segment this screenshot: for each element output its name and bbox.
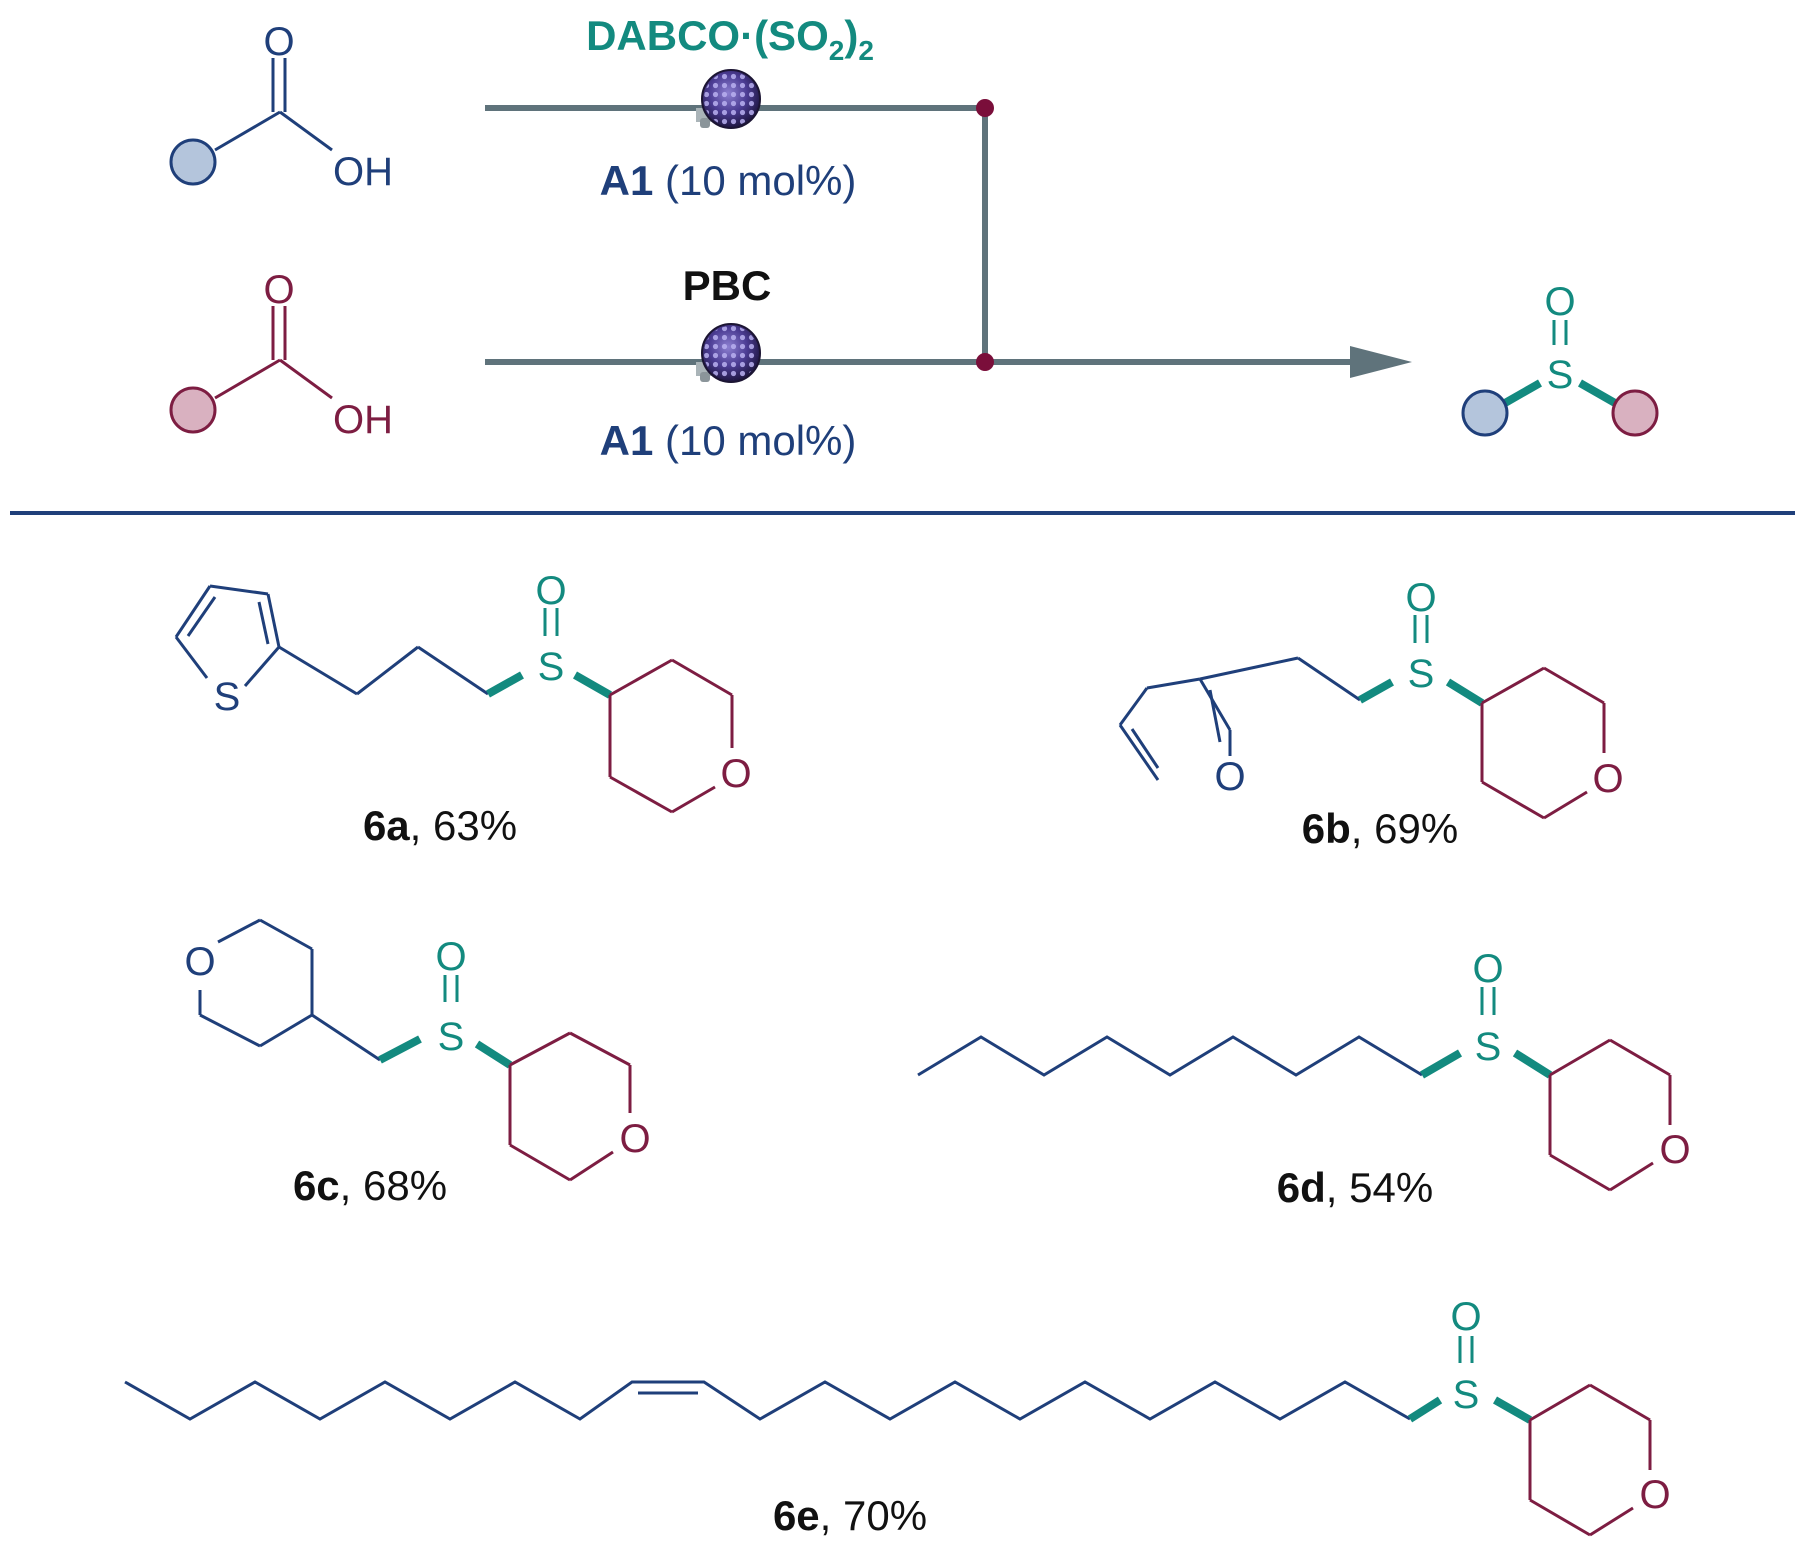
atom-o: O	[720, 752, 751, 796]
atom-o: O	[535, 569, 566, 613]
atom-o: O	[184, 940, 215, 984]
compound-label-6a: 6a, 63%	[363, 802, 517, 849]
arrow-head	[1350, 346, 1412, 378]
lamp-icon	[696, 69, 761, 129]
atom-o: O	[1639, 1473, 1670, 1517]
structure-6a	[174, 584, 734, 814]
product-oxygen: O	[1544, 280, 1575, 324]
substituent-circle-red	[169, 386, 217, 434]
carboxylic-acid-blue	[214, 58, 333, 152]
atom-s: S	[438, 1015, 465, 1059]
atom-o: O	[1659, 1128, 1690, 1172]
carboxylic-acid-red	[214, 306, 333, 400]
substituent-circle-red	[1611, 389, 1659, 437]
hydroxyl-label: OH	[333, 398, 393, 442]
atom-o: O	[1450, 1295, 1481, 1339]
reagent-dabco-so2: DABCO·(SO2)2	[586, 12, 874, 66]
atom-s: S	[1453, 1373, 1480, 1417]
compound-label-6d: 6d, 54%	[1277, 1164, 1433, 1211]
product-sulfur: S	[1547, 353, 1574, 397]
structure-6d	[917, 987, 1672, 1192]
compound-label-6c: 6c, 68%	[293, 1162, 447, 1209]
structure-6e	[124, 1336, 1652, 1537]
substituent-circle-blue	[169, 138, 217, 186]
atom-o: O	[435, 935, 466, 979]
atom-o: O	[1214, 755, 1245, 799]
atom-s: S	[538, 645, 565, 689]
junction-dot-bottom	[976, 353, 994, 371]
atom-o: O	[1405, 576, 1436, 620]
atom-s: S	[1475, 1025, 1502, 1069]
catalyst-label-bottom: A1 (10 mol%)	[600, 417, 857, 464]
sulfoxide-product	[1461, 320, 1659, 437]
structure-6b	[1118, 615, 1606, 820]
atom-o: O	[1592, 757, 1623, 801]
reagent-pbc: PBC	[683, 262, 772, 309]
atom-s: S	[214, 675, 241, 719]
structure-6c	[198, 918, 632, 1182]
carbonyl-oxygen-label: O	[263, 268, 294, 312]
carbonyl-oxygen-label: O	[263, 20, 294, 64]
reaction-arrow	[485, 105, 1350, 365]
lamp-icon	[696, 323, 761, 383]
compound-label-6e: 6e, 70%	[773, 1492, 927, 1539]
atom-o: O	[1472, 947, 1503, 991]
catalyst-label-top: A1 (10 mol%)	[600, 157, 857, 204]
junction-dot-top	[976, 99, 994, 117]
compound-label-6b: 6b, 69%	[1302, 805, 1458, 852]
substituent-circle-blue	[1461, 389, 1509, 437]
hydroxyl-label: OH	[333, 150, 393, 194]
atom-s: S	[1408, 652, 1435, 696]
atom-o: O	[619, 1117, 650, 1161]
